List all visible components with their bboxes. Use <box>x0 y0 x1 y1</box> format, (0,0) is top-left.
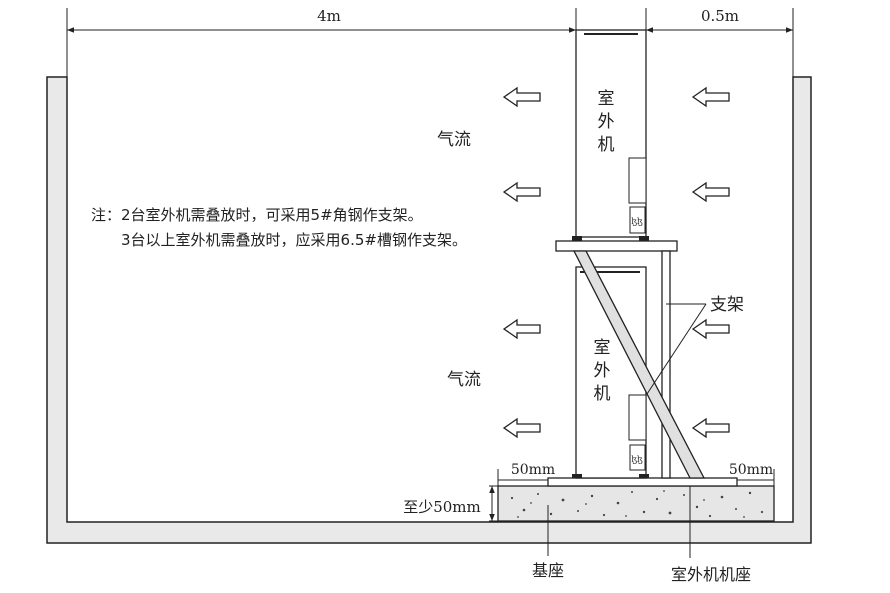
unit-upper-char-3: 机 <box>598 135 615 155</box>
airflow-label-bottom: 气流 <box>447 370 481 390</box>
unit-base-plate <box>547 477 738 487</box>
clearance-left-label: 50mm <box>511 462 555 478</box>
outdoor-unit-upper: ɮɮ <box>575 29 647 238</box>
unit-upper-char-1: 室 <box>598 89 615 109</box>
unit-label-upper: 室 外 机 <box>598 89 615 155</box>
unit-lower-char-3: 机 <box>594 384 611 404</box>
dimension-clearance-left: 50mm <box>497 462 555 486</box>
dimension-clearance-right: 50mm <box>729 462 775 486</box>
bracket-callout: 支架 <box>646 295 744 395</box>
dimension-05m-label: 0.5m <box>701 7 739 25</box>
notes: 注：2台室外机需叠放时，可采用5#角钢作支架。 3台以上室外机需叠放时，应采用6… <box>91 206 467 249</box>
note-line-2: 3台以上室外机需叠放时，应采用6.5#槽钢作支架。 <box>121 231 467 249</box>
clearance-right-label: 50mm <box>729 462 773 478</box>
unit-base-label: 室外机机座 <box>671 565 751 584</box>
svg-text:ɮɮ: ɮɮ <box>631 455 643 464</box>
airflow-arrow-icon <box>503 87 541 107</box>
airflow-arrow-icon <box>692 319 730 339</box>
base-label: 基座 <box>532 561 564 580</box>
bracket-label: 支架 <box>710 295 744 315</box>
airflow-label-top: 气流 <box>437 130 471 150</box>
unit-label-lower: 室 外 机 <box>594 338 611 404</box>
unit-lower-char-2: 外 <box>594 361 611 381</box>
airflow-arrow-icon <box>503 182 541 202</box>
unit-upper-char-2: 外 <box>598 112 615 132</box>
airflow-arrow-icon <box>692 87 730 107</box>
unit-base-callout: 室外机机座 <box>671 486 751 584</box>
note-line-1: 注：2台室外机需叠放时，可采用5#角钢作支架。 <box>91 206 423 224</box>
dimension-05m: 0.5m <box>645 7 794 77</box>
dimension-4m-label: 4m <box>317 7 341 25</box>
dimension-base-height: 至少50mm <box>403 485 498 522</box>
base-callout: 基座 <box>532 505 564 580</box>
dimension-4m: 4m <box>66 7 577 77</box>
airflow-arrow-icon <box>692 418 730 438</box>
svg-text:ɮɮ: ɮɮ <box>631 217 643 226</box>
unit-lower-char-1: 室 <box>594 338 611 358</box>
airflow-arrow-icon <box>503 418 541 438</box>
concrete-base <box>497 485 775 522</box>
airflow-arrow-icon <box>692 182 730 202</box>
base-height-label: 至少50mm <box>403 498 481 516</box>
airflow-arrow-icon <box>503 319 541 339</box>
